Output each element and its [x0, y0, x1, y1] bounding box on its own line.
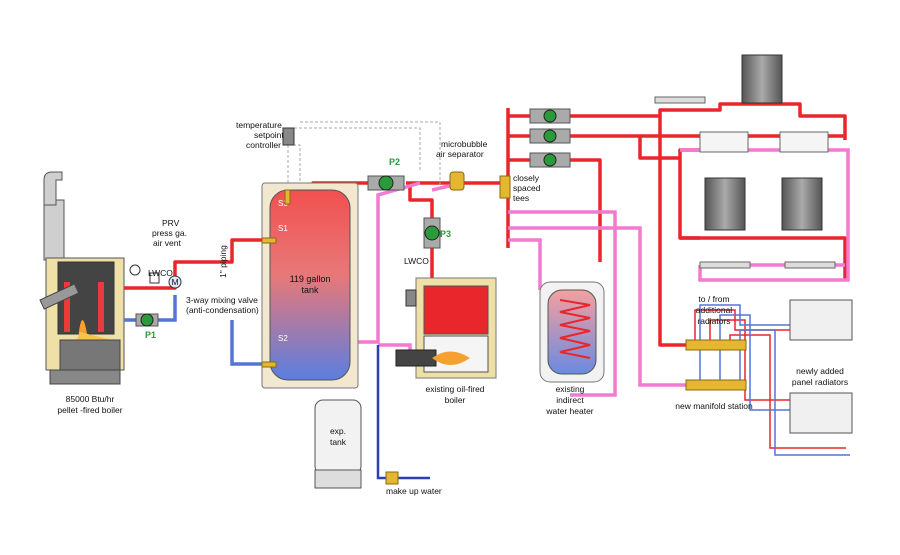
- motor-label: M: [171, 277, 178, 287]
- prv-label-2: press ga.: [152, 228, 187, 238]
- s1-fitting-icon: [261, 237, 277, 244]
- closely-spaced-tees-icon: [499, 175, 511, 199]
- pressure-gauge-icon: [129, 264, 141, 276]
- supply-manifold-icon: [685, 339, 747, 351]
- burner-flame-icon: [432, 351, 470, 365]
- pump-p2-icon: [367, 175, 405, 191]
- oil-boiler-label-1: existing oil-fired: [425, 384, 484, 394]
- exp-tank-label-2: tank: [330, 437, 347, 447]
- panel-label-1: newly added: [796, 366, 844, 376]
- controller-label-1: temperature: [236, 120, 282, 130]
- pump-p2-label: P2: [389, 157, 400, 167]
- indirect-label-2: indirect: [556, 395, 584, 405]
- tees-label-1: closely: [513, 173, 540, 183]
- prv-label-1: PRV: [162, 218, 180, 228]
- oil-boiler-heat-exchanger: [423, 285, 489, 335]
- storage-tank: [269, 189, 351, 381]
- s2-fitting-icon: [261, 361, 277, 368]
- makeup-label: make up water: [386, 486, 442, 496]
- cold-water-piping: [376, 345, 430, 480]
- mixing-valve-label-1: 3-way mixing valve: [186, 295, 258, 305]
- pump-p3-icon: [423, 217, 441, 249]
- air-separator-label-2: air separator: [436, 149, 484, 159]
- heat-coil-icon: [559, 299, 591, 359]
- return-manifold-icon: [685, 379, 747, 391]
- tees-label-3: tees: [513, 193, 529, 203]
- boiler-label-2: pellet -fired boiler: [57, 405, 122, 415]
- manifold-label: new manifold station: [675, 401, 753, 411]
- mixing-valve-motor-icon: [168, 275, 182, 289]
- pump-p1-icon: [135, 313, 159, 327]
- indirect-label-3: water heater: [545, 406, 593, 416]
- makeup-valve-icon: [385, 471, 399, 485]
- exp-tank-label-1: exp.: [330, 426, 346, 436]
- mixing-valve-label-2: (anti-condensation): [186, 305, 259, 315]
- baseboard-radiators: [654, 96, 836, 269]
- to-from-label-3: radiators: [697, 316, 730, 326]
- panel-radiators: [789, 299, 853, 434]
- boiler-label-1: 85000 Btu/hr: [66, 394, 115, 404]
- to-from-label-2: additional: [696, 305, 733, 315]
- pump-p3-label: P3: [440, 229, 451, 239]
- lwco-label-1: LWCO: [148, 268, 173, 278]
- pellet-boiler: [39, 171, 125, 385]
- zone-pumps: [529, 108, 571, 168]
- sensor-s3: S3: [278, 199, 288, 208]
- air-separator-icon: [449, 171, 465, 191]
- oil-lwco-label: LWCO: [404, 256, 429, 266]
- expansion-tank-base: [314, 469, 362, 489]
- s3-well-icon: [284, 189, 291, 205]
- controller-icon: [282, 127, 295, 146]
- cast-iron-radiators: [704, 54, 823, 231]
- air-separator-label-1: microbubble: [441, 139, 488, 149]
- to-from-label-1: to / from: [698, 294, 729, 304]
- lwco-icon: [149, 272, 160, 284]
- tank-label-2: tank: [301, 285, 319, 295]
- tees-label-2: spaced: [513, 183, 541, 193]
- oil-burner-icon: [395, 349, 437, 367]
- controller-label-3: controller: [246, 140, 281, 150]
- controller-label-2: setpoint: [254, 130, 284, 140]
- oil-boiler-control-icon: [405, 289, 417, 307]
- indirect-label-1: existing: [556, 384, 585, 394]
- sensor-s1: S1: [278, 224, 288, 233]
- tank-label-1: 119 gallon: [290, 274, 331, 284]
- prv-label-3: air vent: [153, 238, 182, 248]
- pump-p1-label: P1: [145, 330, 156, 340]
- piping-label: 1" piping: [218, 245, 228, 278]
- sensor-s2: S2: [278, 334, 288, 343]
- panel-label-2: panel radiators: [792, 377, 848, 387]
- oil-boiler-label-2: boiler: [445, 395, 466, 405]
